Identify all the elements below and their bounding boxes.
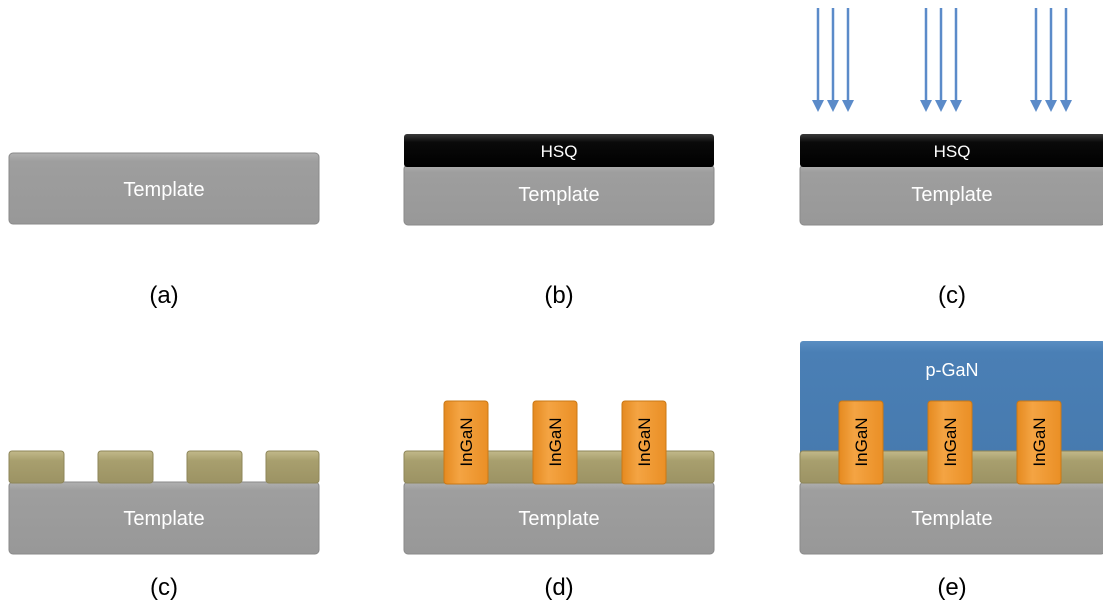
template-label: Template [518, 508, 599, 530]
panel-caption: (c) [938, 282, 966, 309]
panel-d: InGaN InGaN InGaN Template (d) [403, 400, 715, 601]
ebeam-arrow-head [827, 100, 839, 112]
pgan-label: p-GaN [925, 360, 978, 380]
panel-caption: (c) [150, 574, 178, 601]
ebeam-arrow-head [920, 100, 932, 112]
ebeam-arrow-head [935, 100, 947, 112]
ebeam-arrow-head [1045, 100, 1057, 112]
panel-caption: (d) [544, 574, 573, 601]
ebeam-arrow-head [1030, 100, 1042, 112]
panel-e: p-GaN InGaN InGaN InGaN Template (e) [799, 341, 1103, 601]
ingan-label: InGaN [635, 417, 654, 466]
template-layer [8, 481, 320, 555]
ebeam-arrow-head [812, 100, 824, 112]
ingan-label: InGaN [546, 417, 565, 466]
ingan-pillar [621, 400, 667, 485]
template-label: Template [123, 508, 204, 530]
panel-caption: (a) [149, 282, 178, 309]
mask-block [186, 450, 243, 484]
ingan-label: InGaN [457, 417, 476, 466]
ingan-pillar [532, 400, 578, 485]
panel-caption: (e) [937, 574, 966, 601]
template-label: Template [123, 179, 204, 201]
ebeam-arrows [812, 8, 1072, 112]
ingan-pillar [838, 400, 884, 485]
mask-block [265, 450, 320, 484]
ingan-pillar [927, 400, 973, 485]
hsq-resist-layer [800, 134, 1103, 167]
ingan-label: InGaN [941, 417, 960, 466]
panel-c-exposure: HSQ Template (c) [799, 8, 1103, 309]
ingan-label: InGaN [852, 417, 871, 466]
hsq-resist-layer [404, 134, 714, 167]
hsq-label: HSQ [541, 142, 578, 161]
ingan-pillar [443, 400, 489, 485]
panel-caption: (b) [544, 282, 573, 309]
panel-b: HSQ Template (b) [403, 134, 715, 309]
hsq-label: HSQ [934, 142, 971, 161]
panel-c-developed: Template (c) [8, 450, 320, 601]
template-label: Template [911, 184, 992, 206]
ebeam-arrow-head [950, 100, 962, 112]
template-label: Template [518, 184, 599, 206]
ebeam-arrow-head [1060, 100, 1072, 112]
mask-block [8, 450, 65, 484]
ebeam-arrow-head [842, 100, 854, 112]
ingan-pillar [1016, 400, 1062, 485]
mask-block [97, 450, 154, 484]
ingan-label: InGaN [1030, 417, 1049, 466]
panel-a: Template (a) [8, 152, 320, 309]
template-layer [8, 152, 320, 225]
template-label: Template [911, 508, 992, 530]
